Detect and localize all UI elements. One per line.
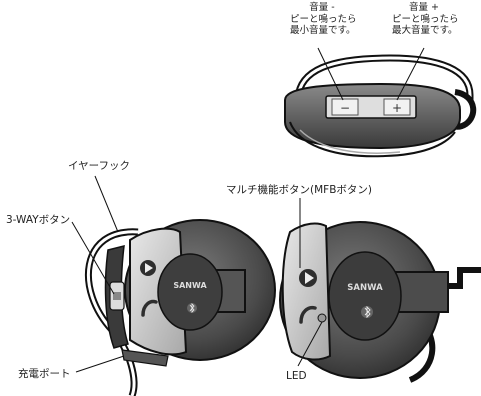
three-way-button-label: 3-WAYボタン [6,214,71,226]
plus-symbol: + [392,101,402,115]
brand-logo-left: SANWA [173,281,207,290]
play-icon [140,260,156,276]
volume-plus-line2: 最大音量です。 [392,25,458,36]
phone-icon [141,299,158,317]
volume-plus-title: 音量 + [409,2,439,13]
left-device: SANWA [71,175,276,396]
minus-symbol: − [340,101,350,115]
volume-minus-callout: 音量 - ピーと鳴ったら 最小音量です。 [290,2,357,37]
phone-icon [299,305,317,324]
volume-minus-title: 音量 - [309,2,335,13]
bluetooth-icon [187,303,197,313]
volume-plus-line1: ピーと鳴ったら [392,13,459,25]
ear-hook-label: イヤーフック [68,160,131,172]
play-icon [299,269,317,287]
right-device: SANWA [279,198,481,383]
volume-minus-line2: 最小音量です。 [290,25,356,36]
led-label: LED [286,370,307,382]
top-view-device: − + [284,47,477,158]
charging-port-label: 充電ポート [18,368,71,380]
bluetooth-icon [361,305,373,319]
volume-plus-callout: 音量 + ピーと鳴ったら 最大音量です。 [392,2,459,37]
volume-minus-line1: ピーと鳴ったら [290,13,357,25]
multi-function-button-label: マルチ機能ボタン(MFBボタン) [226,184,372,196]
brand-logo-right: SANWA [347,283,383,293]
